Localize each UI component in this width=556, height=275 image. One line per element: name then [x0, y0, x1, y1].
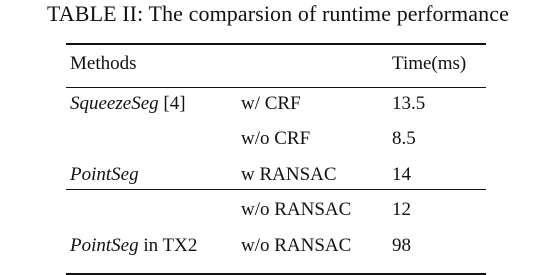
- table-caption: TABLE II: The comparsion of runtime perf…: [47, 1, 509, 26]
- method-name: PointSeg: [70, 235, 139, 256]
- table-row-method: SqueezeSeg [4]: [70, 93, 186, 115]
- table-row-setting: w/o RANSAC: [241, 235, 352, 256]
- table-row-time: 8.5: [392, 128, 416, 149]
- table-row-time: 13.5: [392, 93, 426, 114]
- header-time: Time(ms): [392, 53, 467, 74]
- table-row-setting: w/o CRF: [241, 128, 311, 149]
- table-row-time: 14: [392, 164, 411, 185]
- table-row-method: PointSeg: [70, 164, 139, 186]
- header-methods: Methods: [70, 53, 137, 74]
- table-row-method: PointSeg in TX2: [70, 235, 197, 257]
- top-rule: [66, 43, 486, 45]
- method-name: SqueezeSeg: [70, 93, 159, 114]
- header-rule: [66, 87, 486, 89]
- table-row-time: 12: [392, 199, 411, 220]
- method-suffix: in TX2: [138, 235, 198, 256]
- method-name: PointSeg: [70, 164, 139, 185]
- section-rule: [66, 189, 486, 191]
- method-suffix: [4]: [158, 93, 186, 114]
- table-row-setting: w/o RANSAC: [241, 199, 352, 220]
- bottom-rule: [66, 273, 486, 275]
- table-row-setting: w RANSAC: [241, 164, 337, 185]
- table-row-setting: w/ CRF: [241, 93, 301, 114]
- table-row-time: 98: [392, 235, 411, 256]
